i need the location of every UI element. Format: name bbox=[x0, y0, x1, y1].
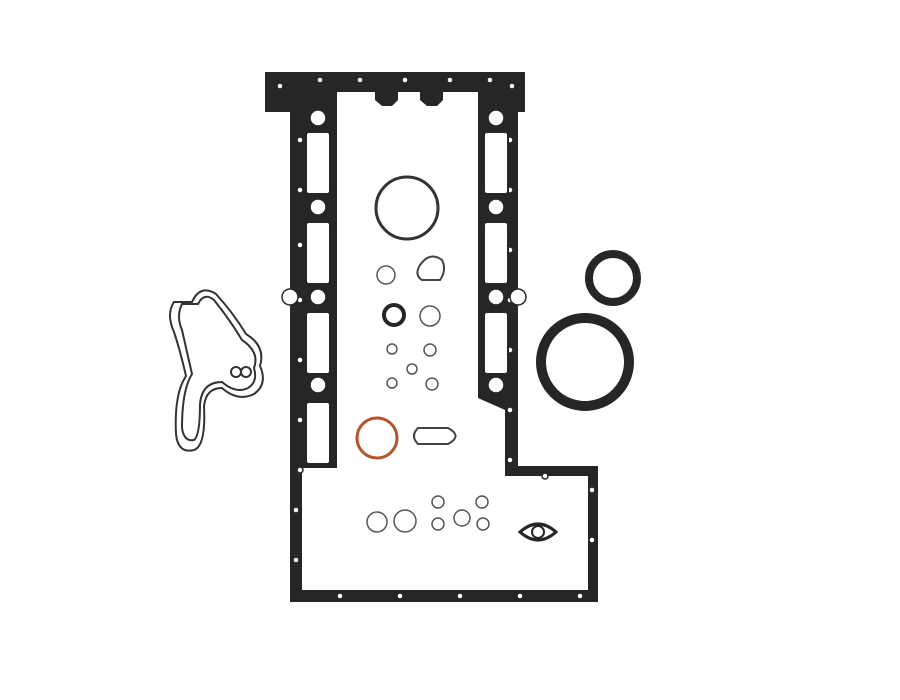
dowel-hole bbox=[509, 288, 527, 306]
bolt-hole bbox=[296, 241, 304, 249]
bolt-hole bbox=[508, 82, 516, 90]
pump-hole bbox=[240, 366, 252, 378]
dowel-hole bbox=[281, 288, 299, 306]
oil-pan-gasket bbox=[265, 72, 598, 602]
bolt-hole bbox=[316, 76, 324, 84]
flange-hole bbox=[531, 525, 545, 539]
bolt-hole bbox=[292, 556, 300, 564]
slot bbox=[483, 221, 509, 285]
elongated-seal bbox=[413, 427, 457, 445]
bolt-hole bbox=[486, 76, 494, 84]
large-o-ring bbox=[374, 175, 440, 241]
bolt-hole bbox=[456, 592, 464, 600]
bolt-hole bbox=[506, 406, 514, 414]
slot bbox=[305, 221, 331, 285]
bolt-holes bbox=[276, 76, 596, 600]
o-ring bbox=[386, 377, 398, 389]
bolt-hole bbox=[276, 82, 284, 90]
bolt-hole bbox=[336, 592, 344, 600]
small-crank-seal bbox=[585, 250, 641, 306]
bolt-hole bbox=[401, 76, 409, 84]
o-ring bbox=[453, 509, 471, 527]
dowel-hole bbox=[309, 288, 327, 306]
o-ring bbox=[386, 343, 398, 355]
bolt-hole bbox=[356, 76, 364, 84]
dowel-hole bbox=[487, 109, 505, 127]
oval-seal bbox=[416, 255, 446, 281]
small-o-rings bbox=[366, 265, 490, 533]
bolt-hole bbox=[506, 456, 514, 464]
bolt-hole bbox=[588, 486, 596, 494]
slot bbox=[483, 311, 509, 375]
bolt-hole bbox=[296, 356, 304, 364]
copper-o-ring bbox=[355, 416, 399, 460]
water-pump-gasket bbox=[169, 289, 264, 452]
o-ring bbox=[423, 343, 437, 357]
bolt-hole bbox=[576, 592, 584, 600]
slot bbox=[305, 131, 331, 195]
slot bbox=[305, 401, 331, 465]
bolt-hole bbox=[446, 76, 454, 84]
bolt-hole bbox=[588, 536, 596, 544]
slot bbox=[305, 311, 331, 375]
black-o-ring bbox=[382, 303, 406, 327]
o-ring bbox=[406, 363, 418, 375]
slot bbox=[483, 131, 509, 195]
dowel-hole bbox=[309, 376, 327, 394]
dowel-hole bbox=[487, 376, 505, 394]
large-crank-seal bbox=[536, 313, 634, 411]
o-ring bbox=[425, 377, 439, 391]
bolt-hole bbox=[541, 472, 549, 480]
dowel-hole bbox=[487, 198, 505, 216]
o-ring bbox=[476, 517, 490, 531]
bolt-hole bbox=[292, 506, 300, 514]
o-ring bbox=[431, 517, 445, 531]
dowel-hole bbox=[309, 109, 327, 127]
o-ring bbox=[475, 495, 489, 509]
bolt-hole bbox=[296, 136, 304, 144]
pump-hole bbox=[230, 366, 242, 378]
bolt-hole bbox=[296, 416, 304, 424]
o-ring bbox=[431, 495, 445, 509]
bolt-hole bbox=[296, 186, 304, 194]
gasket-slots bbox=[305, 131, 509, 465]
o-ring bbox=[419, 305, 441, 327]
dowel-hole bbox=[487, 288, 505, 306]
o-ring bbox=[366, 511, 388, 533]
bolt-hole bbox=[396, 592, 404, 600]
water-pump-gasket-inner bbox=[178, 295, 257, 442]
bolt-hole bbox=[516, 592, 524, 600]
bolt-hole bbox=[296, 466, 304, 474]
o-ring bbox=[393, 509, 417, 533]
dowel-hole bbox=[309, 198, 327, 216]
o-ring bbox=[376, 265, 396, 285]
